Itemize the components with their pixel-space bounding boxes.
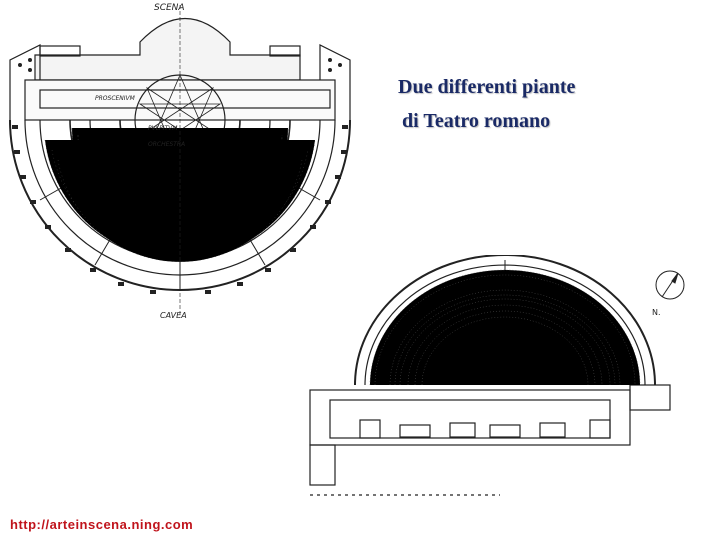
title-line-2: di Teatro romano [402,110,551,132]
slide-title: Due differenti piante di Teatro romano [398,70,575,138]
roman-theatre-plan-archaeological: N. [309,255,685,496]
compass-icon [655,270,685,300]
title-line-1: Due differenti piante [398,76,576,98]
label-orchestra: ORCHESTRA [148,141,185,148]
label-pulpitum: PVLPITVM [148,125,178,132]
label-cavea: CAVEA [160,311,187,320]
label-proscenium: PROSCENIVM [95,95,136,102]
north-label: N. [652,308,661,317]
label-scena: SCENA [154,3,185,13]
roman-theatre-plan-vitruvian: SCENA CAVEA PROSCENIVM PVLPITVM ORCHESTR… [9,3,351,320]
source-url-link[interactable]: http://arteinscena.ning.com [10,517,194,532]
